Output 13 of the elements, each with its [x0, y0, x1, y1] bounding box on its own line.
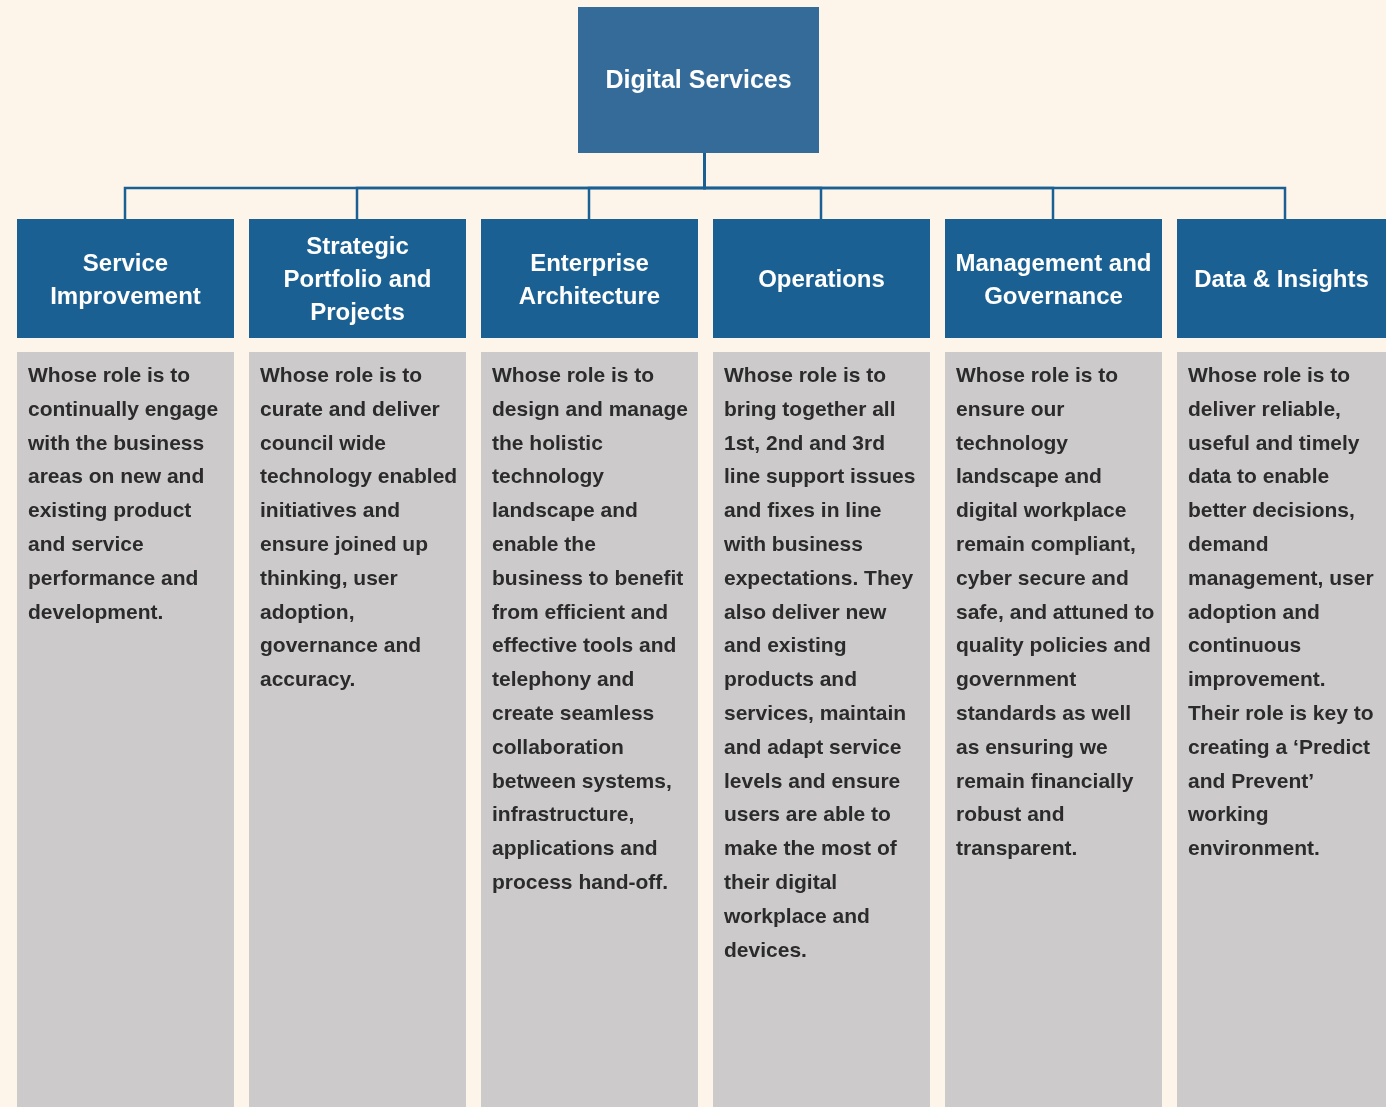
- department-box: Data & Insights: [1177, 219, 1386, 338]
- department-box: Management and Governance: [945, 219, 1162, 338]
- root-box: Digital Services: [578, 7, 819, 153]
- description-box: Whose role is to continually engage with the business areas on new and existing product and service performance and development.: [17, 352, 234, 1107]
- description-box: Whose role is to design and manage the holistic technology landscape and enable the business to benefit from efficient and effective tools and telephony and create seamless collaboration between systems, infrastructure, applications and process hand-off.: [481, 352, 698, 1107]
- description-box: Whose role is to bring together all 1st, 2nd and 3rd line support issues and fixes in line with business expectations. They also deliver new and existing products and services, maintain and adapt service levels and ensure users are able to make the most of their digital workplace and devices.: [713, 352, 930, 1107]
- description-box: Whose role is to curate and deliver council wide technology enabled initiatives and ensure joined up thinking, user adoption, governance and accuracy.: [249, 352, 466, 1107]
- description-box: Whose role is to ensure our technology landscape and digital workplace remain compliant, cyber secure and safe, and attuned to quality policies and government standards as well as ensuring we remain financially robust and transparent.: [945, 352, 1162, 1107]
- department-box: Enterprise Architecture: [481, 219, 698, 338]
- department-box: Strategic Portfolio and Projects: [249, 219, 466, 338]
- department-box: Service Improvement: [17, 219, 234, 338]
- description-box: Whose role is to deliver reliable, useful and timely data to enable better decisions, demand management, user adoption and continuous improvement. Their role is key to creating a ‘Predict and Prevent’ working environment.: [1177, 352, 1386, 1107]
- department-box: Operations: [713, 219, 930, 338]
